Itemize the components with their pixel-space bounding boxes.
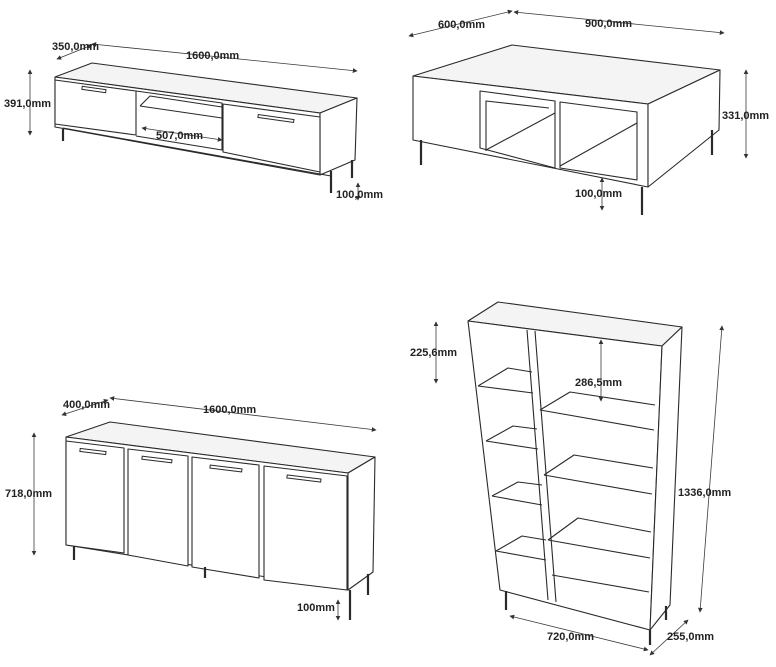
bookcase-depth-line (649, 619, 689, 656)
bookcase-depth-label: 255,0mm (667, 631, 714, 643)
sideboard-door-3 (191, 456, 260, 579)
bookcase-left-shelf (477, 385, 534, 394)
table-right-inner-diag (559, 122, 638, 167)
bookcase-right-shelf (543, 454, 654, 476)
sideboard-handle (79, 447, 107, 456)
bookcase-right-shelf (543, 474, 653, 495)
bookcase-left-shelf (491, 481, 543, 497)
tv-depth-line (56, 44, 93, 60)
tv-right-door (222, 103, 321, 173)
tv-left-door (54, 79, 137, 136)
bookcase-width-label: 720,0mm (547, 631, 594, 643)
bookcase-height-line (697, 325, 725, 613)
bookcase-left-shelf (495, 550, 547, 561)
sideboard-handle (209, 464, 243, 473)
bookcase-width-line (509, 614, 649, 652)
bookcase-right-shelf (539, 409, 655, 431)
bookcase-height-label: 1336,0mm (678, 487, 731, 499)
tv-inner-shelf (139, 95, 223, 108)
table-depth-label: 600,0mm (438, 19, 485, 31)
table-depth-line (408, 9, 513, 38)
sideboard-depth-label: 400,0mm (63, 399, 110, 411)
sideboard-leg-label: 100mm (297, 602, 335, 614)
sideboard-depth-line (61, 399, 109, 416)
bookcase-divider (526, 329, 549, 601)
table-leg-label: 100,0mm (575, 188, 622, 200)
table-side (647, 69, 721, 188)
tv-opening-label: 507,0mm (156, 130, 203, 142)
sideboard-handle (141, 455, 173, 464)
bookcase-right-shelf (539, 391, 656, 411)
table-width-line (513, 10, 725, 35)
bookcase-left-shelf (477, 367, 533, 387)
tv-depth-label: 350,0mm (52, 41, 99, 53)
bookcase-drawing: 225,6mm 286,5mm 1336,0mm 720,0mm 255,0mm (410, 301, 731, 656)
sideboard-door-1 (65, 440, 125, 554)
bookcase-left-shelf (485, 440, 539, 450)
coffee-table-drawing: 600,0mm 900,0mm 331,0mm 100,0mm (408, 9, 769, 215)
bookcase-right-shelf (547, 539, 651, 559)
sideboard-drawing: 400,0mm 1600,0mm 718,0mm 100mm (5, 396, 377, 621)
sideboard-side (347, 456, 376, 591)
tv-inner-shelf-front (139, 105, 223, 119)
tv-base-rail (62, 127, 332, 177)
bookcase-left-shelf (485, 425, 538, 442)
tv-width-line (91, 42, 358, 73)
table-height-label: 331,0mm (722, 110, 769, 122)
bookcase-side (649, 326, 683, 631)
table-width-label: 900,0mm (585, 18, 632, 30)
sideboard-door-2 (127, 448, 189, 567)
bookcase-right-shelf (547, 517, 652, 541)
tv-opening-line (141, 126, 223, 142)
tv-leg-label: 100,0mm (336, 189, 383, 201)
bookcase-shelf-gap-label: 286,5mm (575, 377, 622, 389)
table-left-opening (479, 90, 556, 169)
bookcase-right-shelf (551, 574, 650, 593)
sideboard-door-4 (263, 465, 348, 591)
bookcase-divider (534, 330, 557, 603)
sideboard-width-label: 1600,0mm (203, 404, 256, 416)
bookcase-top-shelf-label: 225,6mm (410, 347, 457, 359)
tv-height-label: 391,0mm (4, 98, 51, 110)
bookcase-left-shelf (491, 495, 543, 506)
bookcase-front (467, 320, 663, 631)
table-left-inner-diag (485, 112, 556, 151)
tv-left-handle (81, 85, 107, 94)
bookcase-left-shelf (495, 535, 547, 552)
sideboard-width-line (109, 396, 377, 432)
table-right-opening (559, 101, 638, 181)
tv-width-label: 1600,0mm (186, 50, 239, 62)
sideboard-height-label: 718,0mm (5, 488, 52, 500)
sideboard-handle (286, 474, 322, 483)
tv-unit-drawing: 350,0mm 1600,0mm 391,0mm 507,0mm 100,0mm (4, 41, 383, 201)
tv-right-handle (257, 113, 295, 124)
table-left-inner (485, 100, 550, 151)
